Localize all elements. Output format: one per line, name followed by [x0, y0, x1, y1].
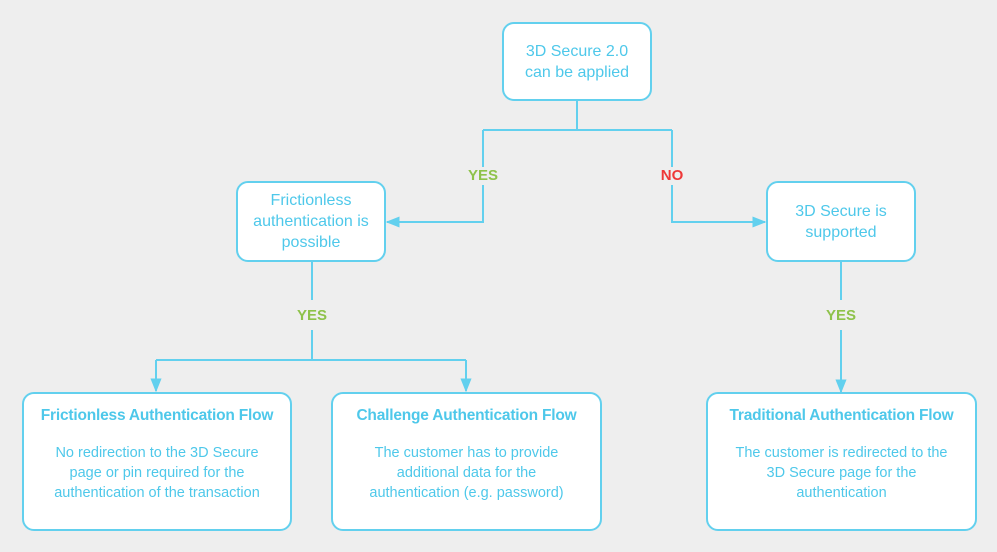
node-frictionless-possible: Frictionless authentication is possible — [236, 181, 386, 262]
node-text-line: can be applied — [524, 63, 630, 81]
node-text-line: authentication is — [253, 213, 369, 230]
label-yes-root: YES — [465, 167, 501, 185]
label-no-root: NO — [658, 167, 686, 185]
node-text-line: authentication (e.g. password) — [369, 485, 564, 501]
node-traditional-flow: Traditional Authentication Flow The cust… — [706, 392, 977, 531]
node-text-line: additional data for the — [396, 465, 537, 481]
label-yes-frictionless: YES — [294, 307, 330, 325]
node-3ds-supported: 3D Secure is supported — [766, 181, 916, 262]
node-text-line: authentication — [796, 485, 887, 501]
node-text-line: The customer is redirected to the — [735, 445, 948, 461]
label-yes-supported: YES — [823, 307, 859, 325]
node-text-line: supported — [805, 223, 877, 241]
node-text-line: 3D Secure page for the — [766, 465, 917, 481]
node-title: Challenge Authentication Flow — [356, 407, 577, 424]
node-text-line: page or pin required for the — [69, 465, 245, 481]
node-challenge-flow: Challenge Authentication Flow The custom… — [331, 392, 602, 531]
connector-yes-root-to-frictionless — [385, 130, 484, 228]
node-text-line: The customer has to provide — [374, 445, 559, 461]
node-text-line: Frictionless — [270, 192, 352, 209]
node-text-line: possible — [281, 234, 341, 251]
node-text-line: 3D Secure is — [795, 202, 887, 220]
node-frictionless-flow: Frictionless Authentication Flow No redi… — [22, 392, 292, 531]
node-text-line: authentication of the transaction — [54, 485, 260, 501]
node-text-line: 3D Secure 2.0 — [525, 42, 629, 60]
node-text-line: No redirection to the 3D Secure — [55, 445, 259, 461]
node-title: Traditional Authentication Flow — [729, 407, 954, 424]
node-3ds2-applicable: 3D Secure 2.0 can be applied — [502, 22, 652, 101]
node-title: Frictionless Authentication Flow — [40, 407, 274, 424]
connector-no-root-to-supported — [671, 130, 767, 228]
